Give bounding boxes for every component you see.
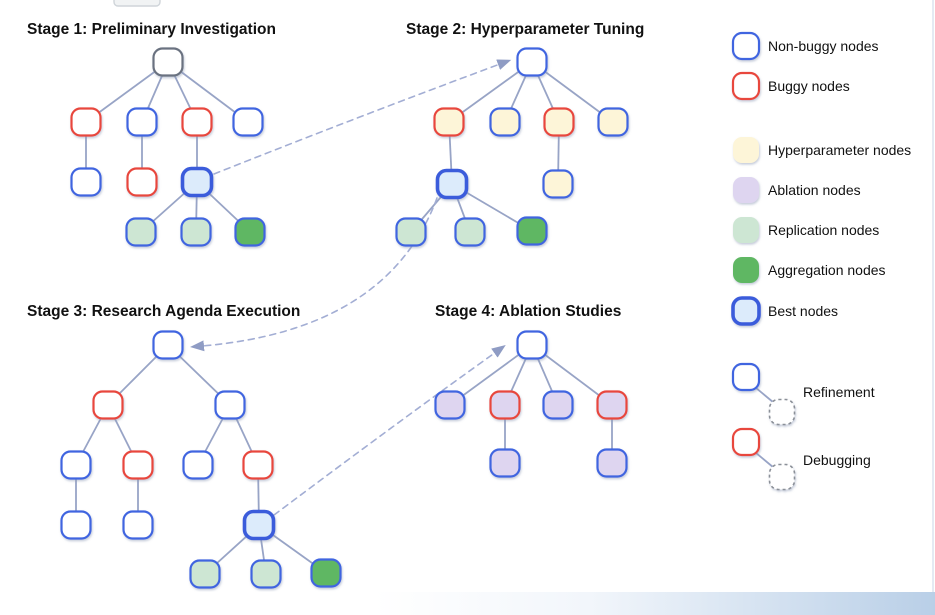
stage-1-node-best <box>180 166 214 198</box>
legend-swatch-aggregation-swatch <box>733 257 759 283</box>
stage-1-node-replication <box>180 217 212 247</box>
stage3-best-to-stage4-root-arrow <box>273 345 506 516</box>
legend-node-ghost <box>768 398 796 426</box>
stage-2-node-replication <box>395 217 427 247</box>
stage-3-node-nonbuggy <box>60 510 92 540</box>
legend-label: Non-buggy nodes <box>768 38 879 54</box>
stage-2-title: Stage 2: Hyperparameter Tuning <box>406 21 644 38</box>
legend-swatch-best <box>731 296 761 326</box>
stage-3-node-buggy <box>122 450 154 480</box>
stage-3-node-nonbuggy <box>60 450 92 480</box>
stage1-best-to-stage2-root-arrow <box>213 59 512 175</box>
legend-swatch-replication-swatch <box>733 217 759 243</box>
stage-2-node-aggregation <box>516 216 548 246</box>
stage-3-node-aggregation <box>310 558 342 588</box>
stage-4-node-ablation-blue <box>596 448 628 478</box>
stage-1-title: Stage 1: Preliminary Investigation <box>27 21 276 38</box>
slide-right-edge <box>932 0 934 615</box>
stage-2-node-replication <box>454 217 486 247</box>
stage-4-node-ablation-red <box>489 390 521 420</box>
stage-1-node-nonbuggy <box>70 167 102 197</box>
stage-3-node-nonbuggy <box>122 510 154 540</box>
stage-4-node-nonbuggy <box>516 330 548 360</box>
stage-2-node-nonbuggy <box>516 47 548 77</box>
stage-3-title: Stage 3: Research Agenda Execution <box>27 303 300 320</box>
legend-label: Refinement <box>803 384 875 400</box>
legend-node-nonbuggy <box>731 362 761 392</box>
legend-label: Buggy nodes <box>768 78 850 94</box>
stage-3-node-best <box>242 509 276 541</box>
legend-swatch-nonbuggy <box>731 31 761 61</box>
stage-1-node-buggy <box>126 167 158 197</box>
stage-2-node-hyper-blue <box>542 169 574 199</box>
stage-2-node-hyper-blue <box>597 107 629 137</box>
stage-1-node-root-gray <box>152 47 184 77</box>
stage-1-node-aggregation <box>234 217 266 247</box>
stage-1-node-nonbuggy <box>126 107 158 137</box>
stage-4-node-ablation-blue <box>489 448 521 478</box>
legend-label: Aggregation nodes <box>768 262 886 278</box>
bottom-gradient-bar <box>0 592 935 615</box>
stage-4-node-ablation-blue <box>434 390 466 420</box>
legend-edge-line <box>754 386 775 404</box>
legend-label: Ablation nodes <box>768 182 861 198</box>
stage-3-node-nonbuggy <box>214 390 246 420</box>
legend-swatch-hyper-swatch <box>733 137 759 163</box>
stage-4-node-ablation-blue <box>542 390 574 420</box>
legend-label: Debugging <box>803 452 871 468</box>
stage-2-node-best <box>435 168 469 200</box>
legend-label: Replication nodes <box>768 222 879 238</box>
legend-swatch-ablation-swatch <box>733 177 759 203</box>
stage-1-node-buggy <box>181 107 213 137</box>
stage-3-node-nonbuggy <box>182 450 214 480</box>
legend-swatch-buggy <box>731 71 761 101</box>
stage-3-node-replication <box>189 559 221 589</box>
legend-edge-line <box>754 451 775 469</box>
stage-1-node-replication <box>125 217 157 247</box>
legend-node-ghost <box>768 463 796 491</box>
stage-1-node-nonbuggy <box>232 107 264 137</box>
stage-1-node-buggy <box>70 107 102 137</box>
legend-label: Hyperparameter nodes <box>768 142 911 158</box>
stage-2-node-hyper-red <box>433 107 465 137</box>
stage-4-node-ablation-red <box>596 390 628 420</box>
stage-3-node-replication <box>250 559 282 589</box>
stage-2-node-hyper-blue <box>489 107 521 137</box>
stage-4-title: Stage 4: Ablation Studies <box>435 303 621 320</box>
cropped-top-element <box>113 0 161 7</box>
stage-3-node-buggy <box>242 450 274 480</box>
stage-2-node-hyper-red <box>543 107 575 137</box>
stage-3-node-nonbuggy <box>152 330 184 360</box>
legend-node-buggy <box>731 427 761 457</box>
legend-label: Best nodes <box>768 303 838 319</box>
stage-3-node-buggy <box>92 390 124 420</box>
